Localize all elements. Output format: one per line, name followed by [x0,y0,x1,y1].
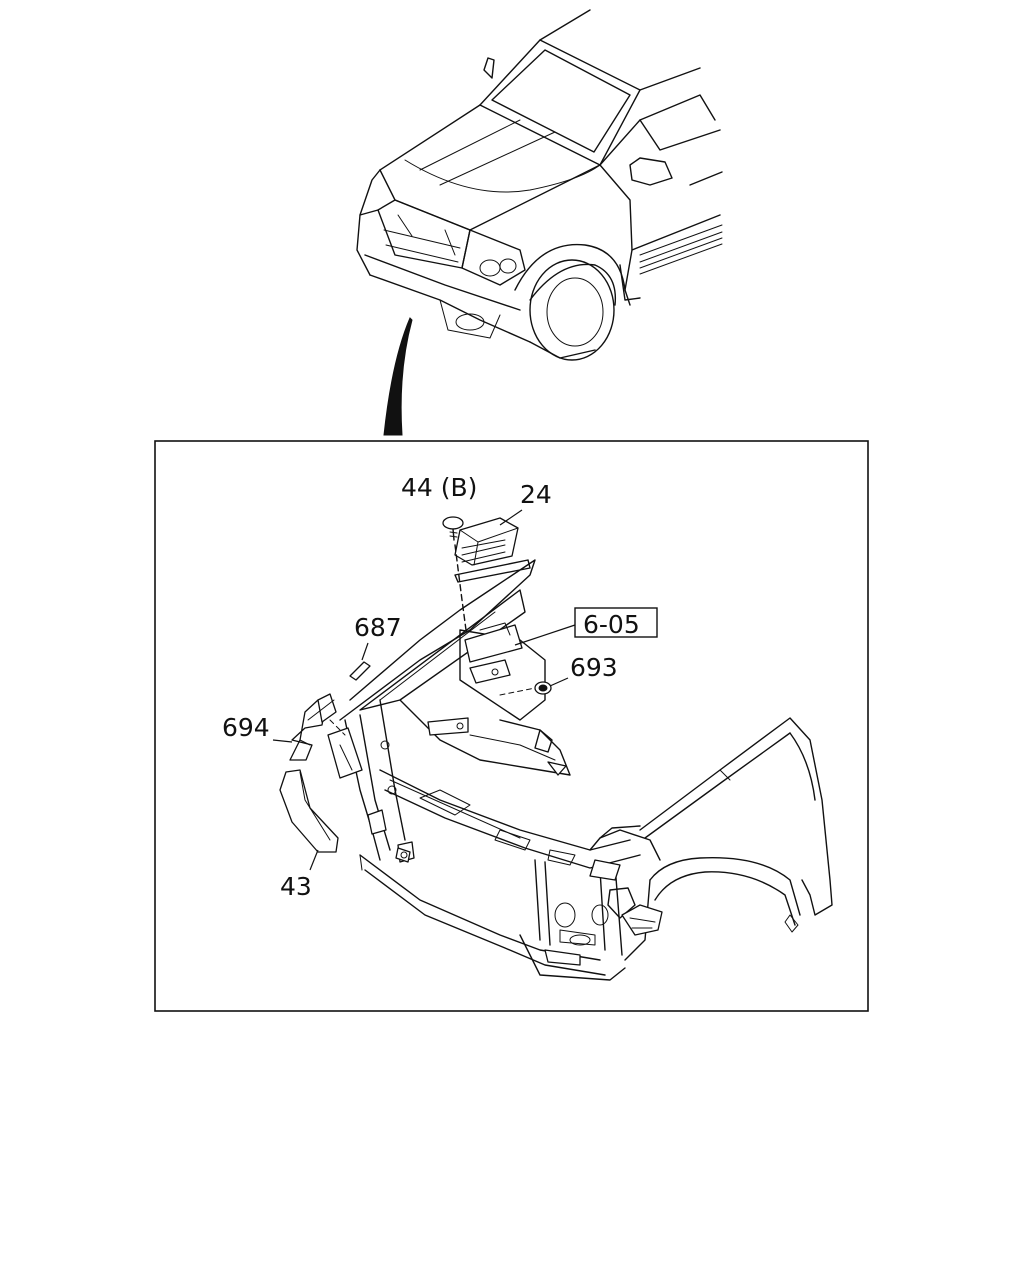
front-fender [621,717,833,961]
callout-693-label: 693 [570,653,618,682]
callout-605-label: 6-05 [583,610,640,639]
front-body-structure [327,559,661,981]
part-43-seal [279,769,339,853]
part-693-grommet [499,681,552,696]
callout-24-label: 24 [520,480,552,509]
callout-44-label: 44 (B) [401,473,477,502]
part-687-strip [349,661,371,681]
callout-687-label: 687 [354,613,402,642]
callout-leaders [272,509,576,871]
callout-43-label: 43 [280,872,312,901]
detail-frame [154,440,869,1012]
part-694-bracket [289,693,346,761]
part-24-bracket [454,517,531,583]
part-44-clip [442,516,467,631]
callout-605-box [574,607,658,638]
callout-694-label: 694 [222,713,270,742]
vehicle-overview [356,9,723,436]
